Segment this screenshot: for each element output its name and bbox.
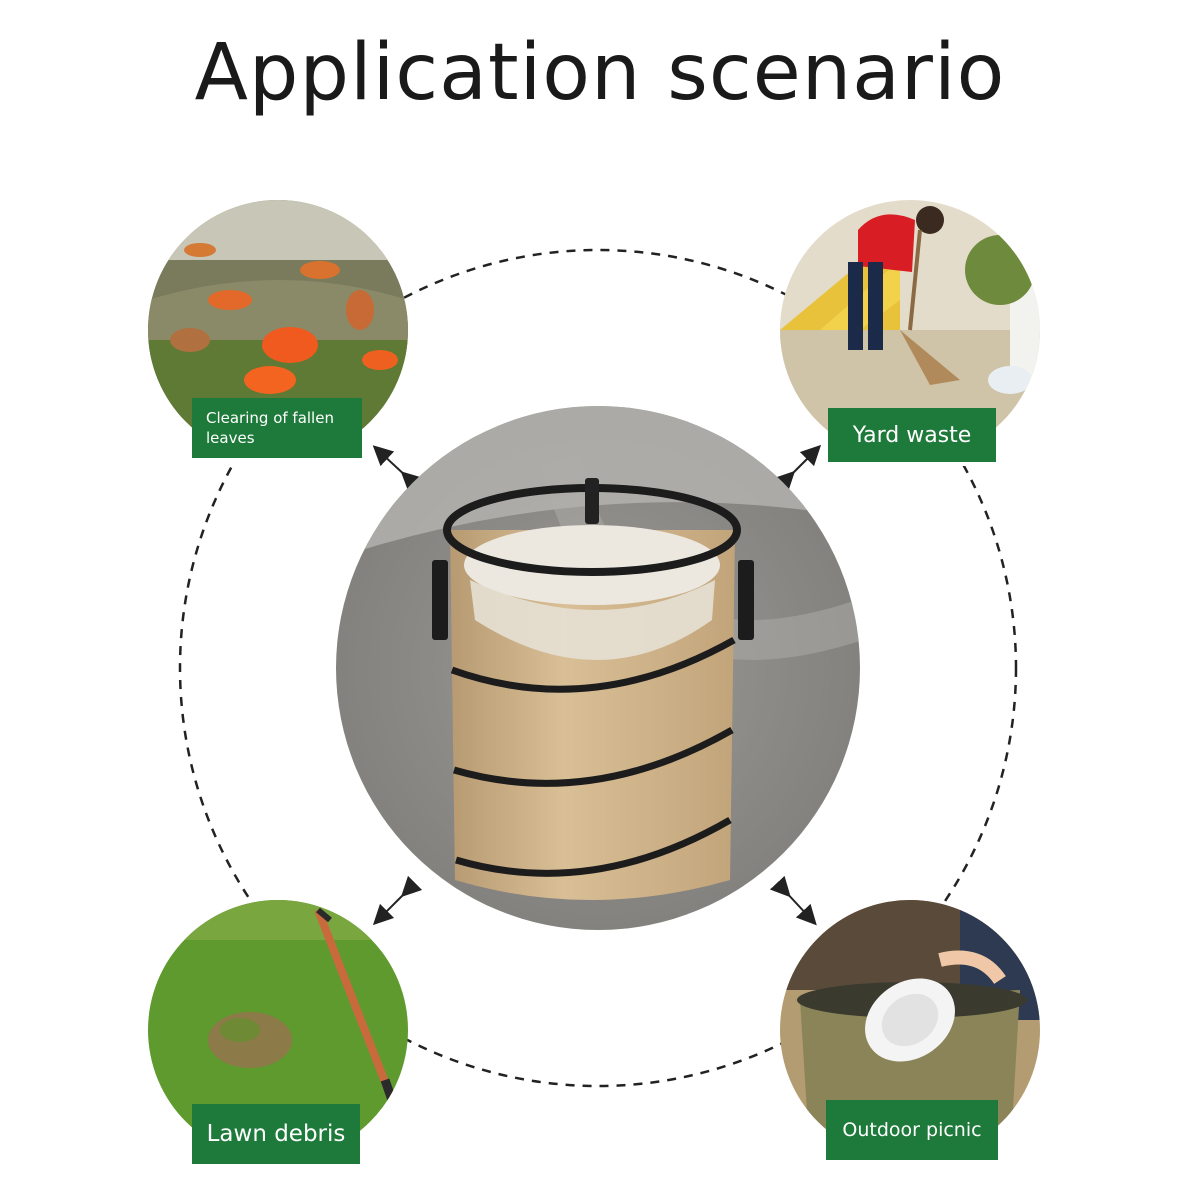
arrow-bottom-left — [372, 875, 423, 926]
scenario-label-lawn-debris-text: Lawn debris — [206, 1121, 346, 1147]
scenario-label-outdoor-picnic: Outdoor picnic — [826, 1100, 998, 1164]
scenario-label-outdoor-picnic-text: Outdoor picnic — [842, 1119, 982, 1141]
page-title: Application scenario — [194, 28, 1006, 118]
connection-ring — [178, 248, 1018, 1088]
arrows — [372, 444, 822, 926]
center-product-image — [336, 406, 860, 930]
arrow-top-left — [372, 445, 423, 493]
arrow-bottom-right — [769, 875, 817, 926]
scenario-label-leaves-text: Clearing of fallen leaves — [206, 409, 334, 447]
arrow-top-right — [773, 444, 822, 493]
scenario-label-yard-waste: Yard waste — [828, 408, 996, 466]
scenario-label-yard-waste-text: Yard waste — [852, 422, 972, 448]
scenario-label-lawn-debris: Lawn debris — [192, 1104, 360, 1168]
scenario-label-leaves: Clearing of fallen leaves — [192, 398, 362, 462]
